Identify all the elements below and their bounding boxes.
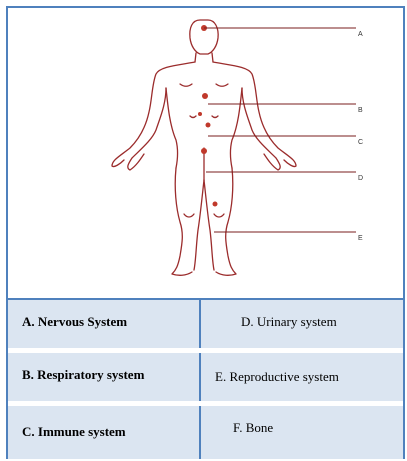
label-c: C: [358, 139, 363, 146]
organ-markers: [198, 25, 218, 207]
legend-cell-left: A. Nervous System: [8, 300, 201, 348]
label-a: A: [358, 31, 363, 38]
label-d: D: [358, 175, 363, 182]
figure-labels: A B C D E: [358, 31, 363, 242]
marker-b: [202, 93, 208, 99]
legend-cell-right: F. Bone: [203, 406, 403, 459]
legend-option-f: F. Bone: [233, 420, 273, 436]
pointer-lines: [204, 28, 356, 232]
marker-d: [201, 148, 207, 154]
legend-row: C. Immune system F. Bone: [8, 406, 403, 459]
legend-cell-right: D. Urinary system: [203, 300, 403, 348]
legend-row: A. Nervous System D. Urinary system: [8, 300, 403, 351]
label-b: B: [358, 107, 363, 114]
legend-option-b: B. Respiratory system: [22, 367, 144, 383]
body-outline: [112, 20, 296, 275]
body-diagram-cell: A B C D E: [8, 8, 403, 300]
legend-table: A. Nervous System D. Urinary system B. R…: [8, 300, 403, 459]
label-e: E: [358, 235, 363, 242]
legend-cell-left: B. Respiratory system: [8, 353, 201, 401]
diagram-table: A B C D E A. Nervous System D. Urinary s…: [6, 6, 405, 459]
marker-e: [213, 202, 218, 207]
marker-b2: [198, 112, 202, 116]
legend-cell-right: E. Reproductive system: [203, 353, 403, 401]
marker-c: [206, 123, 211, 128]
human-body-figure: A B C D E: [8, 8, 403, 300]
legend-option-e: E. Reproductive system: [215, 369, 339, 385]
legend-cell-left: C. Immune system: [8, 406, 201, 459]
legend-option-a: A. Nervous System: [22, 314, 127, 330]
legend-row: B. Respiratory system E. Reproductive sy…: [8, 353, 403, 404]
legend-option-d: D. Urinary system: [241, 314, 337, 330]
legend-option-c: C. Immune system: [22, 424, 126, 440]
